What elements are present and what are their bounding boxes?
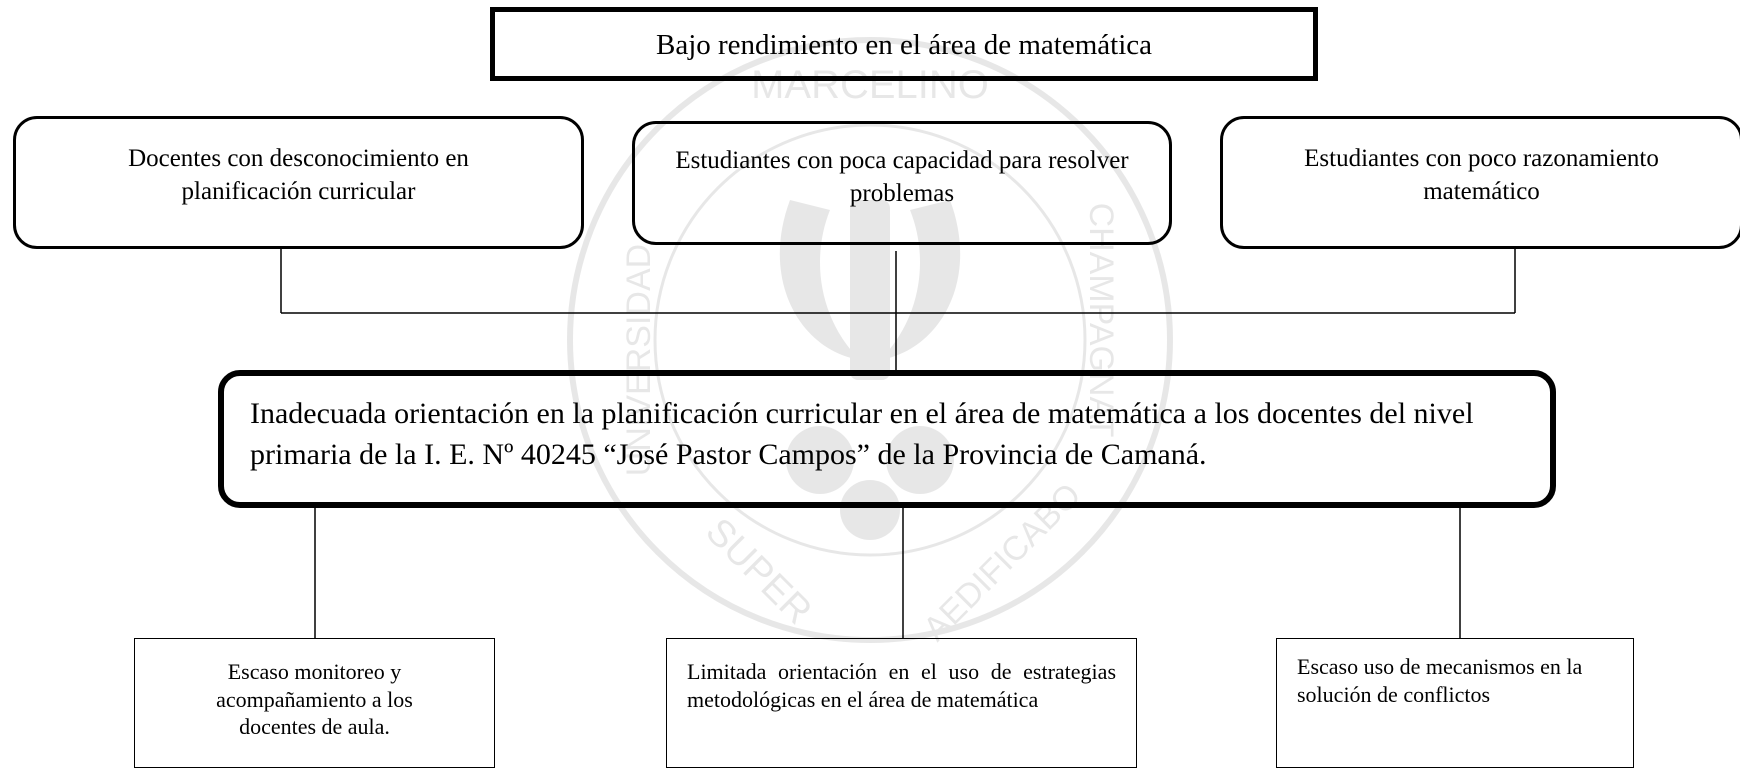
cause-text: Limitada orientación en el uso de estrat…: [687, 659, 1116, 712]
consequence-box-3: Estudiantes con poco razonamiento matemá…: [1220, 116, 1740, 249]
university-seal-watermark: MARCELINO UNIVERSIDAD CHAMPAGNAT SUPER A…: [567, 37, 1173, 648]
central-problem-box: Inadecuada orientación en la planificaci…: [218, 370, 1556, 508]
consequence-text: Docentes con desconocimiento en planific…: [128, 145, 469, 205]
central-problem-text: Inadecuada orientación en la planificaci…: [250, 397, 1474, 471]
consequence-text: Estudiantes con poca capacidad para reso…: [675, 147, 1129, 207]
cause-box-2: Limitada orientación en el uso de estrat…: [666, 638, 1137, 768]
consequence-text: Estudiantes con poco razonamiento matemá…: [1304, 145, 1659, 205]
cause-text: Escaso uso de mecanismos en la solución …: [1297, 654, 1583, 707]
effect-text: Bajo rendimiento en el área de matemátic…: [656, 28, 1152, 61]
consequence-box-2: Estudiantes con poca capacidad para reso…: [632, 121, 1172, 245]
cause-box-1: Escaso monitoreo y acompañamiento a los …: [134, 638, 495, 768]
cause-box-3: Escaso uso de mecanismos en la solución …: [1276, 638, 1634, 768]
consequence-box-1: Docentes con desconocimiento en planific…: [13, 116, 584, 249]
cause-text: Escaso monitoreo y acompañamiento a los …: [216, 659, 413, 739]
seal-text-bottom-left: SUPER: [697, 510, 819, 632]
effect-box: Bajo rendimiento en el área de matemátic…: [490, 7, 1318, 81]
